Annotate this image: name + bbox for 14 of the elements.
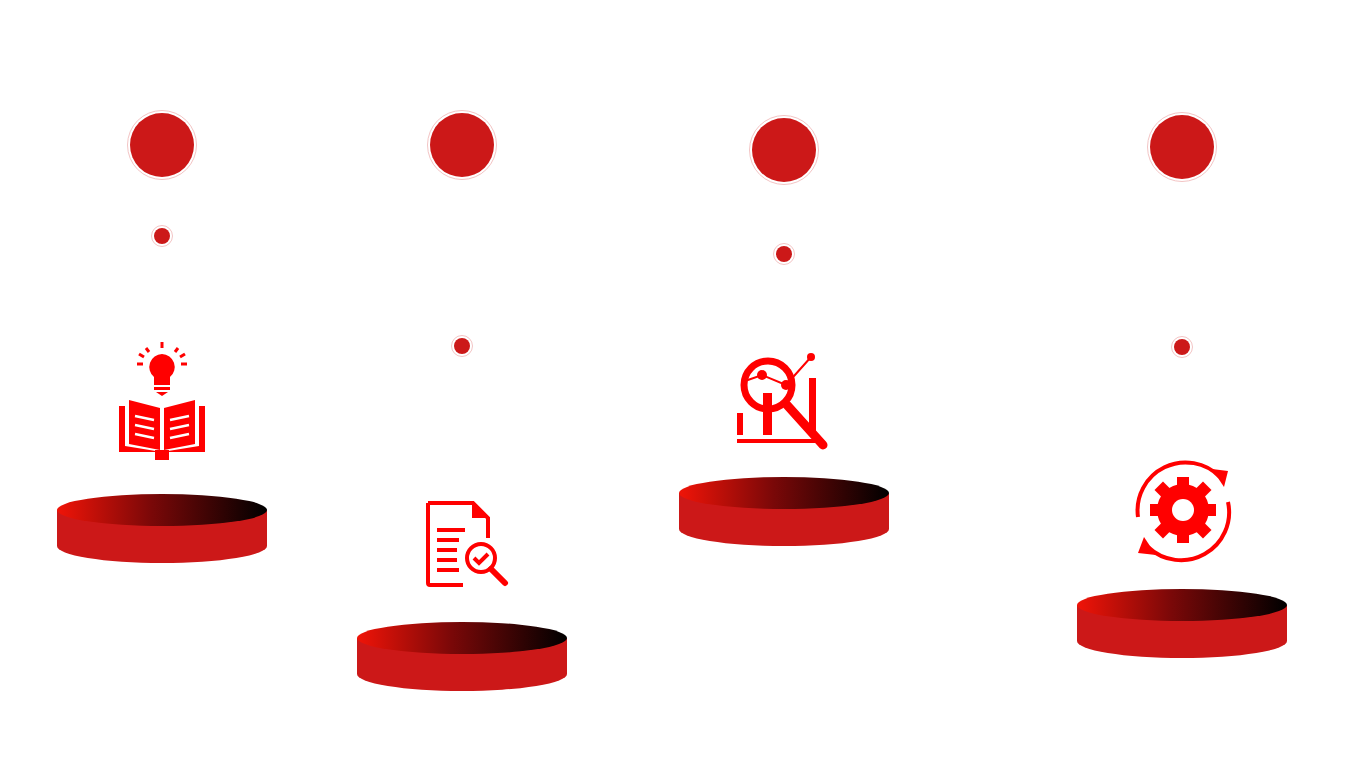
step-circle [427,110,497,180]
step-circle [1147,112,1217,182]
marker-dot [451,335,473,357]
pedestal [56,493,268,563]
document-magnifier-icon [425,500,509,588]
pedestal [356,621,568,691]
marker-dot [1171,336,1193,358]
step-circle [749,115,819,185]
pedestal [678,476,890,546]
marker-dot [151,225,173,247]
pedestal [1076,588,1288,658]
marker-dot [773,243,795,265]
step-circle [127,110,197,180]
book-lightbulb-icon [119,342,205,460]
